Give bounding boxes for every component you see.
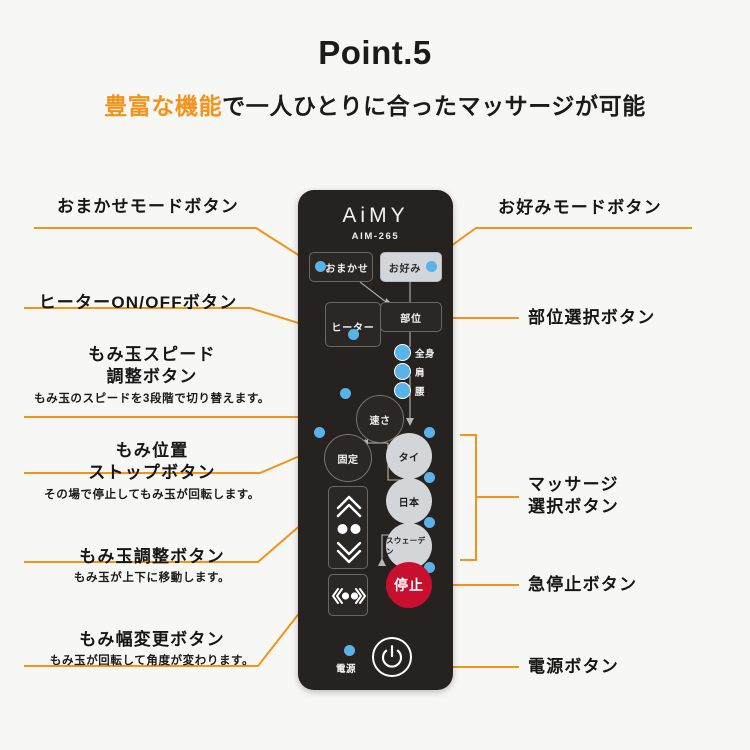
fix-led bbox=[314, 427, 325, 438]
fix-button[interactable]: 固定 bbox=[324, 434, 372, 482]
callout-kneading-speed-line2: 調整ボタン bbox=[106, 367, 198, 387]
callout-kneading-adjust-label: もみ玉調整ボタン bbox=[79, 547, 225, 566]
callout-power-label: 電源ボタン bbox=[528, 657, 619, 676]
kneading-adjust-button[interactable] bbox=[328, 486, 368, 569]
callout-area-select-label: 部位選択ボタン bbox=[528, 308, 656, 327]
callout-favorite-mode: お好みモードボタン bbox=[498, 197, 662, 219]
callout-massage-select-line1: マッサージ bbox=[528, 475, 619, 494]
auto-mode-button-label: おまかせ bbox=[325, 263, 369, 275]
callout-auto-mode-label: おまかせモードボタン bbox=[57, 197, 239, 216]
callout-auto-mode: おまかせモードボタン bbox=[24, 196, 272, 218]
stop-led bbox=[424, 562, 435, 573]
massage-mode-japan-button[interactable]: 日本 bbox=[386, 478, 432, 524]
heater-button[interactable]: ヒーター bbox=[325, 302, 381, 347]
auto-mode-led bbox=[315, 261, 326, 272]
heater-led bbox=[348, 329, 359, 340]
callout-power: 電源ボタン bbox=[528, 656, 619, 678]
favorite-mode-button-label: お好み bbox=[388, 263, 422, 275]
kneading-width-icon bbox=[332, 588, 366, 604]
callout-kneading-adjust-sub: もみ玉が上下に移動します。 bbox=[73, 572, 231, 585]
massage-mode-japan-label: 日本 bbox=[398, 497, 420, 509]
callout-kneading-position-stop: もみ位置 ストップボタン その場で停止してもみ玉が回転します。 bbox=[14, 440, 290, 503]
page-title: Point.5 bbox=[318, 34, 432, 71]
callout-kneading-speed: もみ玉スピード 調整ボタン もみ玉のスピードを3段階で切り替えます。 bbox=[14, 344, 290, 407]
subtitle-highlight: 豊富な機能 bbox=[104, 93, 223, 119]
massage-mode-thai-button[interactable]: タイ bbox=[386, 433, 432, 479]
area-indicator-label-zenshin: 全身 bbox=[415, 349, 436, 360]
page-subtitle: 豊富な機能で一人ひとりに合ったマッサージが可能 bbox=[0, 87, 750, 121]
model-number: AIM-265 bbox=[351, 231, 400, 242]
speed-led bbox=[340, 388, 351, 399]
area-indicator-led-kata bbox=[394, 363, 411, 380]
callout-massage-select-line2: 選択ボタン bbox=[528, 497, 619, 517]
callout-favorite-mode-label: お好みモードボタン bbox=[498, 198, 662, 217]
power-icon bbox=[381, 645, 403, 668]
wire-auto-mode bbox=[34, 227, 301, 257]
area-indicator-label-kata: 肩 bbox=[415, 368, 426, 379]
heater-button-label: ヒーター bbox=[331, 319, 374, 334]
callout-position-stop-line2: ストップボタン bbox=[88, 463, 216, 483]
brand-logo: AiMY bbox=[342, 204, 409, 227]
callout-kneading-width-label: もみ幅変更ボタン bbox=[79, 630, 225, 649]
area-indicator-led-zenshin bbox=[394, 344, 411, 361]
callout-kneading-speed-sub: もみ玉のスピードを3段階で切り替えます。 bbox=[34, 392, 270, 405]
speed-button[interactable]: 速さ bbox=[356, 395, 404, 443]
emergency-stop-button[interactable]: 停止 bbox=[386, 562, 432, 608]
callout-kneading-adjust: もみ玉調整ボタン もみ玉が上下に移動します。 bbox=[14, 546, 290, 586]
power-button[interactable] bbox=[372, 637, 412, 677]
massage-led-sweden bbox=[424, 517, 435, 528]
callout-position-stop-sub: その場で停止してもみ玉が回転します。 bbox=[44, 488, 260, 501]
speed-button-label: 速さ bbox=[369, 415, 391, 427]
kneading-adjust-icon bbox=[336, 495, 362, 564]
remote-control-device: AiMY AIM-265 bbox=[298, 190, 453, 690]
massage-mode-sweden-label: スウェーデン bbox=[386, 536, 426, 556]
subtitle-rest: で一人ひとりに合ったマッサージが可能 bbox=[222, 93, 646, 119]
area-select-button-label: 部位 bbox=[400, 313, 422, 325]
area-indicator-led-koshi bbox=[394, 382, 411, 399]
power-led bbox=[344, 645, 355, 656]
callout-kneading-speed-line1: もみ玉スピード bbox=[88, 345, 216, 364]
area-select-button[interactable]: 部位 bbox=[380, 302, 442, 332]
wire-massage-bracket bbox=[460, 434, 477, 561]
callout-emergency-stop-label: 急停止ボタン bbox=[528, 575, 638, 594]
callout-kneading-width: もみ幅変更ボタン もみ玉が回転して角度が変わります。 bbox=[14, 629, 290, 669]
callout-kneading-width-sub: もみ玉が回転して角度が変わります。 bbox=[49, 655, 255, 668]
callout-heater-onoff-label: ヒーターON/OFFボタン bbox=[38, 293, 238, 312]
fix-button-label: 固定 bbox=[337, 454, 359, 466]
massage-mode-thai-label: タイ bbox=[398, 452, 420, 464]
callout-position-stop-line1: もみ位置 bbox=[115, 441, 189, 460]
kneading-width-button[interactable] bbox=[328, 574, 368, 616]
emergency-stop-button-label: 停止 bbox=[394, 577, 424, 593]
favorite-mode-led bbox=[426, 261, 437, 272]
callout-area-select: 部位選択ボタン bbox=[528, 307, 655, 329]
callout-massage-select: マッサージ 選択ボタン bbox=[528, 474, 619, 519]
massage-mode-sweden-button[interactable]: スウェーデン bbox=[386, 523, 432, 569]
massage-led-japan bbox=[424, 472, 435, 483]
callout-emergency-stop: 急停止ボタン bbox=[528, 574, 637, 596]
callout-heater-onoff: ヒーターON/OFFボタン bbox=[14, 292, 262, 314]
power-indicator-label: 電源 bbox=[336, 664, 357, 675]
area-indicator-label-koshi: 腰 bbox=[415, 387, 426, 398]
massage-led-thai bbox=[424, 427, 435, 438]
wire-favorite-mode bbox=[439, 227, 692, 255]
